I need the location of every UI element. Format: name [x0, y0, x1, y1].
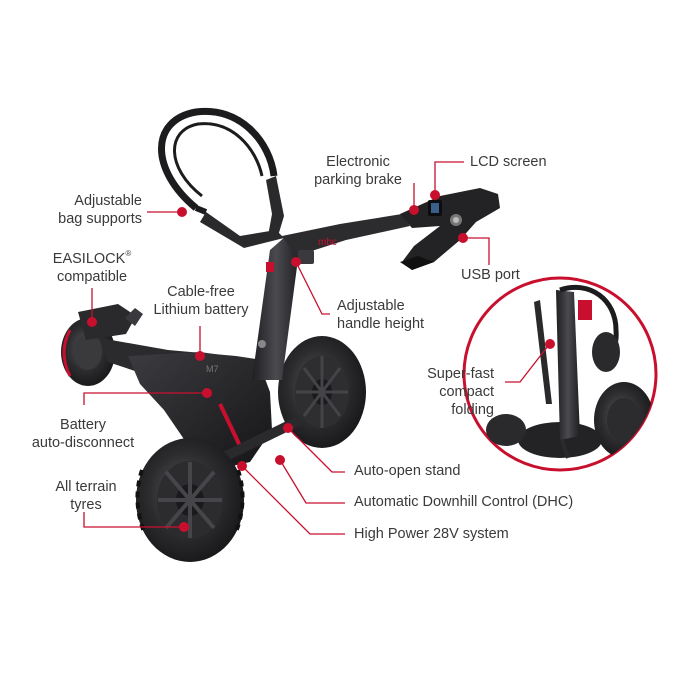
dot-high-power [237, 461, 247, 471]
dot-auto-open [283, 423, 293, 433]
label-parking-brake-line1: Electronic [326, 154, 390, 170]
svg-text:M7: M7 [206, 364, 219, 374]
front-wheel [61, 304, 143, 386]
label-compact-folding-line3: folding [451, 402, 494, 418]
callout-dots [87, 190, 555, 532]
line-usb [462, 237, 490, 265]
label-handle-height-line1: Adjustable [337, 298, 405, 314]
line-auto-open [287, 427, 345, 473]
label-terrain-line1: All terrain [55, 479, 117, 495]
label-high-power: High Power 28V system [354, 525, 509, 543]
label-compact-folding: Super-fast compact folding [400, 365, 494, 419]
label-cable-free: Cable-free Lithium battery [136, 283, 266, 319]
line-high-power [241, 465, 345, 535]
label-easilock-line1: EASILOCK® [36, 250, 148, 268]
dot-lcd [430, 190, 440, 200]
label-compact-folding-line2: compact [439, 384, 494, 400]
folded-trolley [462, 276, 658, 472]
registered-mark: ® [125, 249, 132, 258]
line-lcd [434, 161, 464, 193]
label-parking-brake: Electronic parking brake [300, 153, 416, 189]
dot-handle-height [291, 257, 301, 267]
dot-bag-supports [177, 207, 187, 217]
label-easilock-line2: compatible [56, 269, 128, 285]
dot-parking-brake [409, 205, 419, 215]
bag-support-frame [200, 176, 284, 248]
line-terrain [83, 512, 184, 528]
upper-arm [282, 214, 410, 256]
rear-wheel-left [135, 438, 245, 562]
dot-easilock [87, 317, 97, 327]
label-bag-supports-line1: Adjustable [74, 193, 142, 209]
main-trolley: M7 mbc [61, 107, 500, 562]
dot-cable-free [195, 351, 205, 361]
line-dhc [279, 459, 345, 504]
label-battery-line1: Battery [60, 417, 106, 433]
label-usb: USB port [461, 266, 520, 284]
callout-lines [83, 161, 549, 535]
label-auto-open-text: Auto-open stand [354, 463, 461, 479]
dot-usb [458, 233, 468, 243]
upper-bag-ring [158, 107, 278, 215]
label-battery-line2: auto-disconnect [31, 435, 135, 451]
label-easilock: EASILOCK® compatible [36, 250, 148, 286]
label-compact-folding-line1: Super-fast [427, 366, 494, 382]
label-handle-height: Adjustable handle height [337, 297, 424, 333]
line-handle-height [295, 261, 330, 315]
label-bag-supports-line2: bag supports [58, 211, 142, 227]
label-parking-brake-line2: parking brake [314, 172, 402, 188]
dot-terrain [179, 522, 189, 532]
label-cable-free-line2: Lithium battery [153, 302, 249, 318]
line-compact-folding [505, 345, 549, 383]
label-high-power-text: High Power 28V system [354, 526, 509, 542]
label-auto-open: Auto-open stand [354, 462, 460, 480]
label-handle-height-line2: handle height [337, 316, 425, 332]
dot-dhc [275, 455, 285, 465]
handle [400, 188, 500, 270]
brand-mark: mbc [318, 237, 337, 248]
line-battery [83, 392, 207, 405]
label-terrain-line2: tyres [70, 497, 102, 513]
label-lcd-text: LCD screen [470, 154, 547, 170]
label-dhc: Automatic Downhill Control (DHC) [354, 493, 573, 511]
label-cable-free-line1: Cable-free [167, 284, 235, 300]
dot-compact-folding [545, 339, 555, 349]
label-battery: Battery auto-disconnect [20, 416, 146, 452]
easilock-name: EASILOCK [52, 251, 126, 267]
label-lcd: LCD screen [470, 153, 547, 171]
label-bag-supports: Adjustable bag supports [40, 192, 142, 228]
label-usb-text: USB port [461, 267, 520, 283]
label-terrain: All terrain tyres [30, 478, 142, 514]
label-dhc-text: Automatic Downhill Control (DHC) [354, 494, 574, 510]
dot-battery [202, 388, 212, 398]
